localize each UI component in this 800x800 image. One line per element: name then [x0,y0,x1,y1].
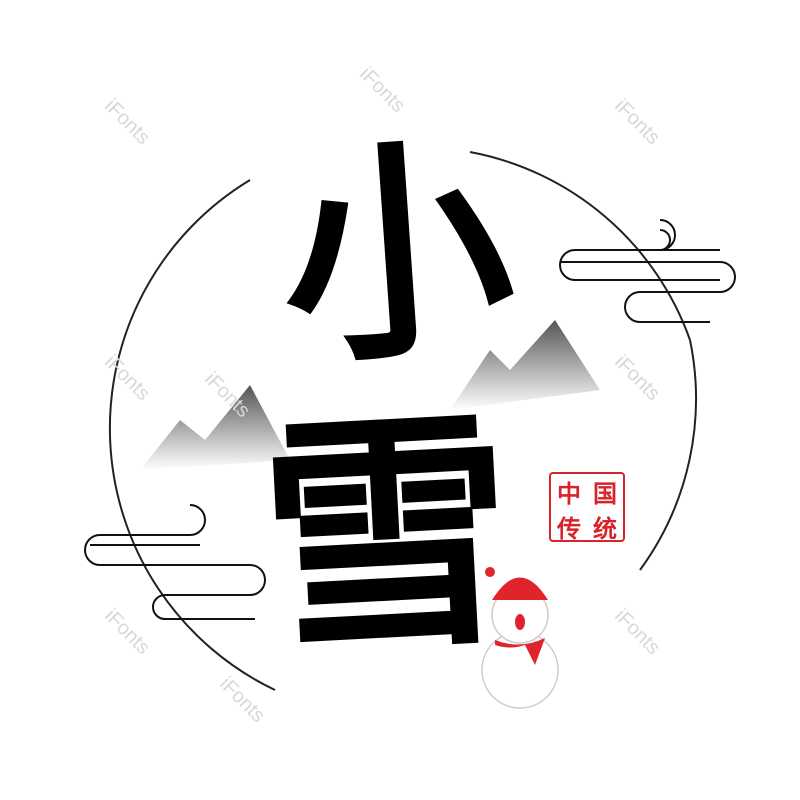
cloud-left [84,504,266,620]
title-char-xue: 雪 [254,381,520,689]
title-char-xiao: 小 [272,112,522,398]
snowman [481,567,559,709]
seal-char: 统 [593,515,617,543]
seal-char: 传 [557,515,581,543]
mountains [140,320,600,470]
circle-arc-right [469,151,697,571]
red-seal-stamp: 中 国 传 统 [549,472,625,543]
seal-char: 国 [593,480,617,508]
circle-arc-left [108,179,276,691]
seal-char: 中 [557,480,581,508]
cloud-right [559,219,736,323]
